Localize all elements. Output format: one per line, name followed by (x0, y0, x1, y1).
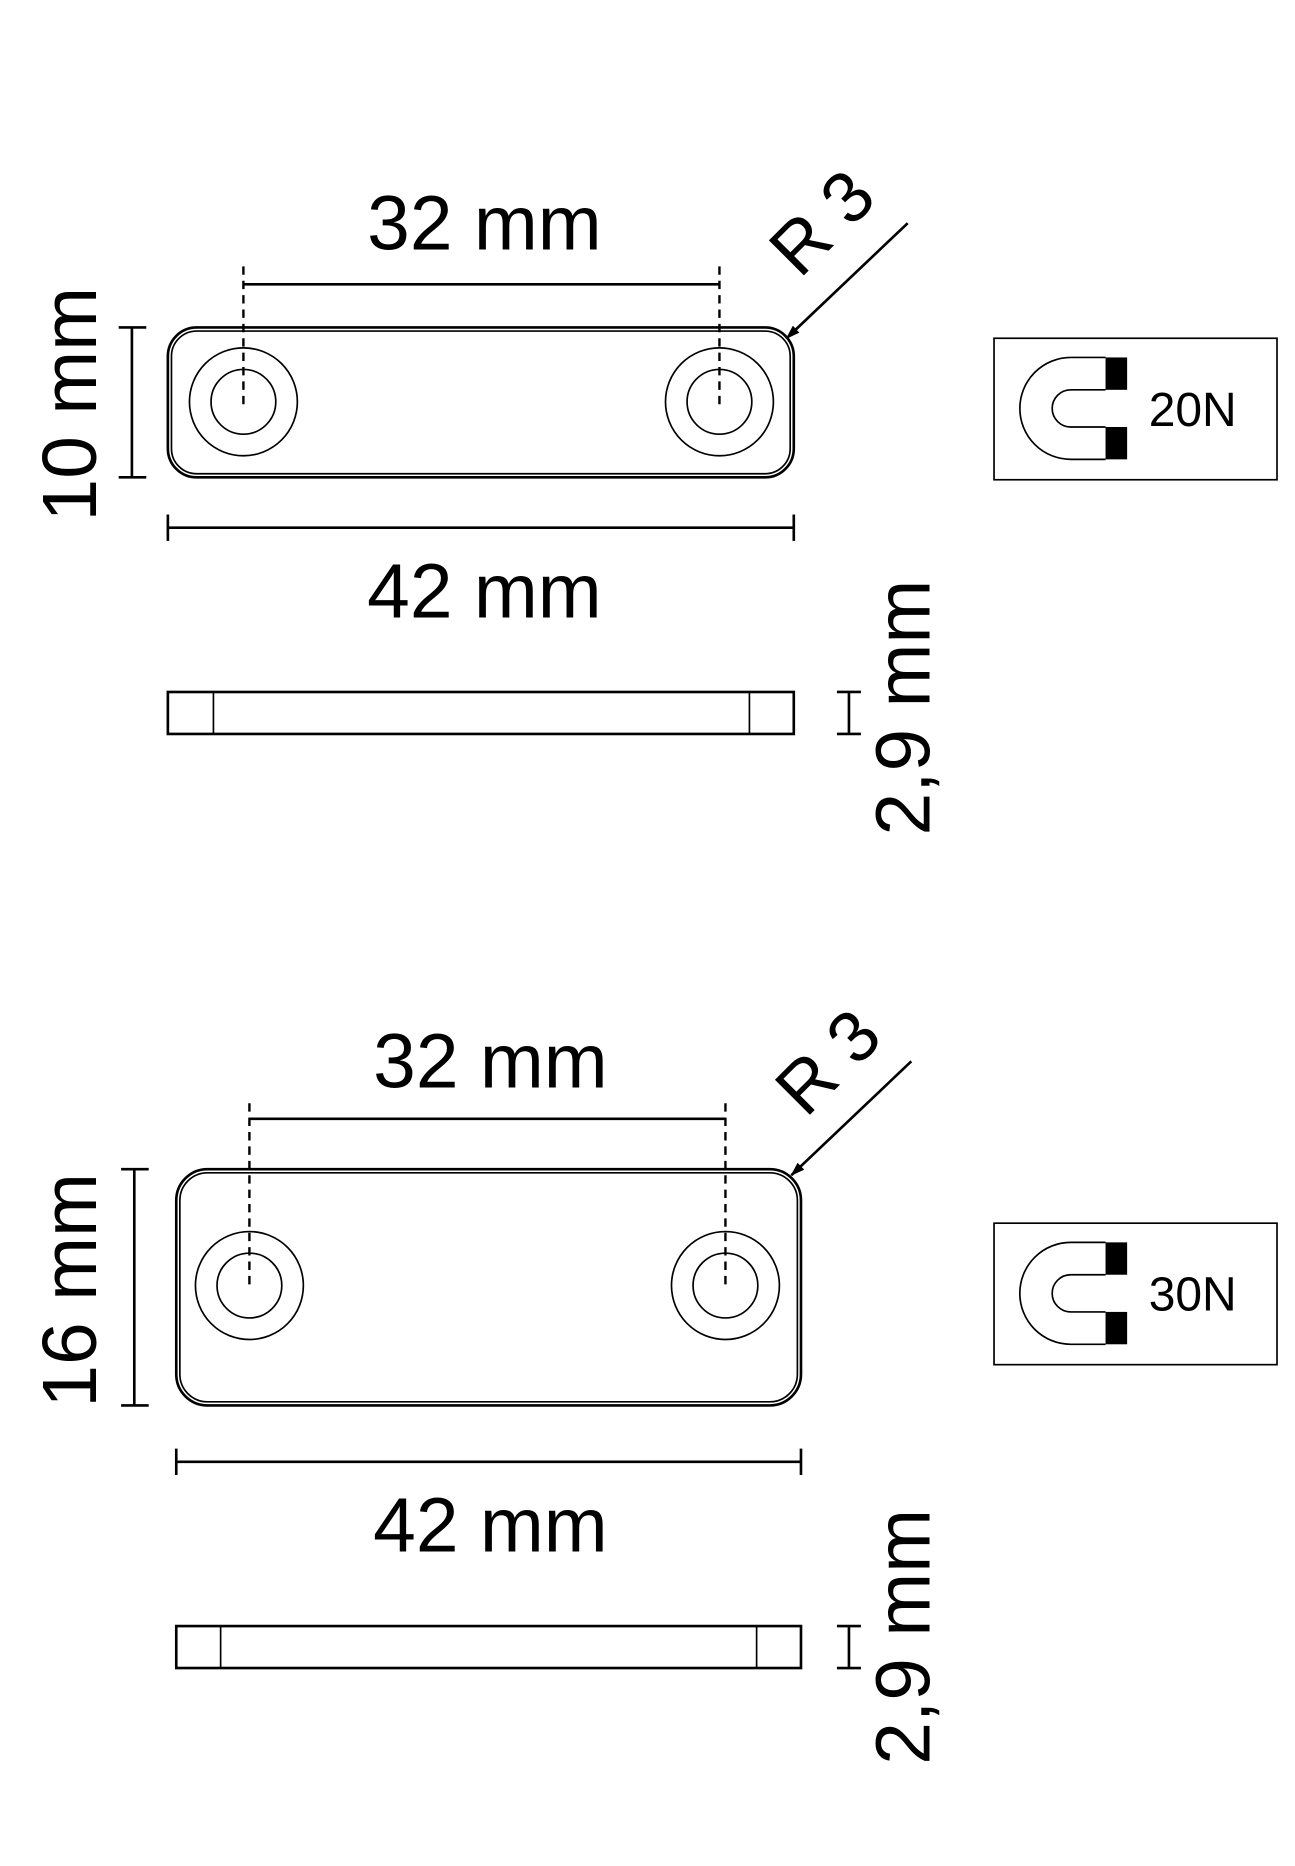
mounting-hole (194, 1230, 305, 1341)
height-label: 16 mm (28, 1173, 113, 1408)
mounting-hole (188, 347, 299, 457)
radius-callout: R 3 (755, 155, 909, 340)
hole-spacing-label: 32 mm (373, 1020, 608, 1105)
thickness-dimension: 2,9 mm (836, 580, 946, 836)
length-dimension: 42 mm (166, 514, 796, 635)
magnet-force-badge: 20N (993, 337, 1278, 481)
plate-top-view (174, 1167, 803, 1407)
magnet-icon (1019, 1241, 1128, 1346)
thickness-label: 2,9 mm (861, 1509, 946, 1765)
thickness-dimension: 2,9 mm (836, 1509, 946, 1765)
length-label: 42 mm (367, 550, 602, 635)
plate-side-view (166, 690, 796, 736)
thickness-label: 2,9 mm (861, 580, 946, 836)
height-label: 10 mm (28, 287, 113, 522)
height-dimension: 16 mm (28, 1167, 149, 1408)
magnet-icon (1019, 356, 1128, 461)
radius-label: R 3 (755, 155, 891, 291)
radius-callout: R 3 (761, 994, 913, 1177)
radius-label: R 3 (761, 994, 897, 1130)
drawing-20n: 32 mm R 3 10 mm 42 mm 2,9 mm (28, 155, 1278, 836)
force-label: 20N (1149, 384, 1237, 437)
force-label: 30N (1149, 1269, 1237, 1322)
length-label: 42 mm (373, 1484, 608, 1569)
length-dimension: 42 mm (174, 1448, 803, 1569)
mounting-hole (664, 347, 775, 457)
hole-spacing-dimension: 32 mm (242, 182, 721, 406)
hole-spacing-label: 32 mm (367, 182, 602, 267)
drawing-30n: 32 mm R 3 16 mm 42 mm 2,9 mm (28, 994, 1278, 1765)
hole-spacing-dimension: 32 mm (248, 1020, 727, 1290)
mounting-hole (670, 1230, 781, 1341)
plate-top-view (166, 326, 796, 479)
plate-side-view (174, 1624, 803, 1670)
height-dimension: 10 mm (28, 287, 147, 522)
magnet-force-badge: 30N (993, 1222, 1278, 1366)
